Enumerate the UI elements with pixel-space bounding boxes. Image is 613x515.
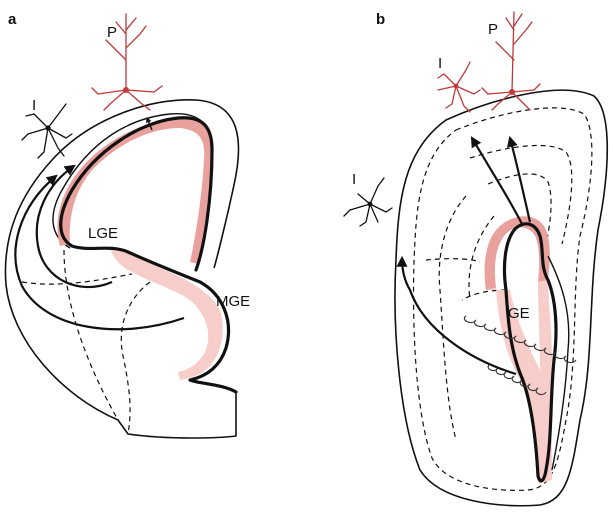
panel-a-interneuron-label: I — [32, 97, 36, 114]
panel-b-upper-ge-zone — [484, 216, 550, 290]
panel-a-lge-label: LGE — [88, 225, 118, 242]
panel-b-radial-arrow-1 — [470, 136, 523, 225]
panel-b-tangential-arrow — [396, 255, 517, 376]
panel-a-pyramidal-label: P — [107, 24, 117, 41]
panel-b-interneuron-side-icon — [343, 177, 393, 227]
panel-b-coiled-stream — [463, 315, 577, 364]
panel-b-outer-outline — [394, 89, 609, 507]
panel-b-ge-line — [502, 222, 558, 483]
panel-a-radial-arrow — [146, 116, 153, 131]
panel-b-dashed-outline-5 — [468, 215, 495, 301]
panel-b-letter: b — [376, 11, 385, 28]
panel-b-ventricle-edge — [547, 255, 570, 471]
panel-a-interneuron-icon — [21, 103, 73, 159]
panel-b-coiled-stream-2 — [487, 363, 547, 396]
panel-b-pyramidal-label: P — [488, 21, 498, 38]
panel-a-vz-line — [59, 116, 238, 394]
panel-a-cortical-vz — [57, 118, 214, 264]
panel-a-dashed-3 — [120, 281, 151, 435]
panel-b-dashed-outline-4 — [438, 195, 467, 441]
panel-a: a LGE MGE P I — [4, 11, 250, 439]
panel-b-interneuron-side-label: I — [352, 171, 356, 188]
panel-a-outer-outline — [4, 99, 240, 439]
panel-b-interneuron-top-label: I — [438, 55, 442, 72]
panel-a-lge-zone — [110, 246, 223, 380]
panel-b-pyramidal-neuron-icon — [481, 11, 541, 111]
panel-a-mge-label: MGE — [216, 293, 250, 310]
panel-b-radial-arrow-2 — [506, 135, 532, 223]
panel-b-dashed-outline-3 — [487, 173, 552, 245]
panel-a-pyramidal-neuron-icon — [91, 13, 163, 111]
panel-a-letter: a — [8, 11, 17, 28]
panel-a-migration-arrow-2 — [14, 174, 185, 331]
panel-b-dashed-outline-2 — [469, 144, 573, 245]
panel-a-dashed-1 — [63, 249, 119, 421]
panel-b-interneuron-top-icon — [437, 61, 481, 113]
panel-a-dashed-2 — [21, 273, 133, 285]
panel-b-dashed-outline-6 — [425, 258, 481, 263]
panel-a-migration-arrow-1 — [35, 164, 113, 289]
panel-b: b GE P I I — [343, 11, 609, 507]
panel-b-ge-label: GE — [508, 305, 530, 322]
